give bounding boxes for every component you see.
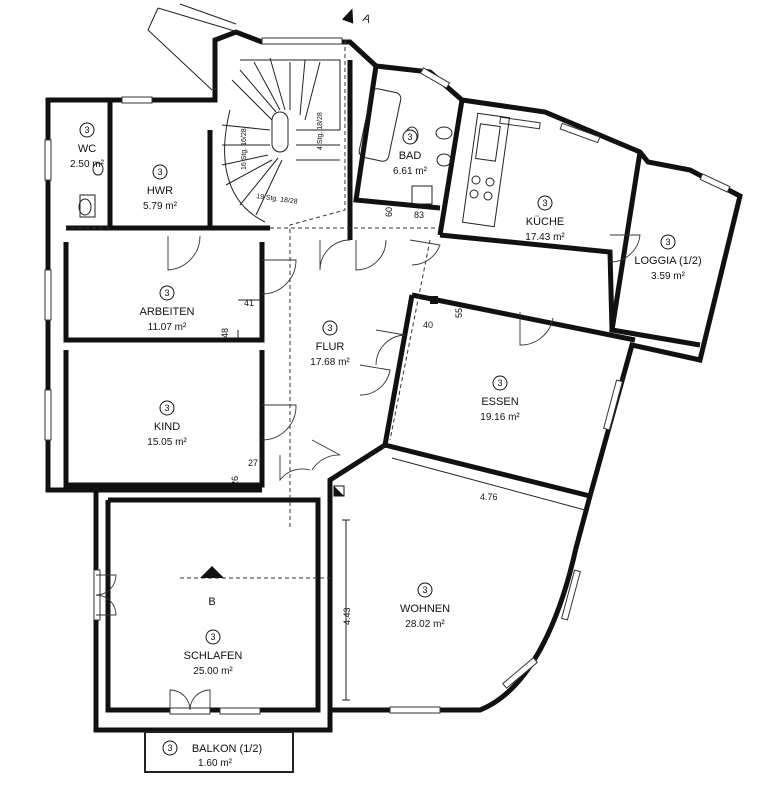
- room-area: 25.00 m²: [193, 666, 233, 677]
- room-number: 3: [542, 198, 547, 208]
- section-marker-a: A: [341, 8, 373, 26]
- room-area: 11.07 m²: [148, 322, 187, 333]
- dim-83: 83: [414, 210, 424, 220]
- room-number: 3: [407, 132, 412, 142]
- doors: [95, 234, 641, 711]
- room-area: 15.05 m²: [147, 437, 187, 448]
- room-number-circle: [205, 629, 221, 645]
- room-number-circle: [537, 195, 553, 211]
- dimension-lines: [237, 299, 586, 701]
- dim-476: 4.76: [480, 492, 498, 502]
- room-area: 28.02 m²: [405, 619, 445, 630]
- room-number-circle: [417, 582, 433, 598]
- room-name: WC: [78, 143, 96, 155]
- balcony-outline: [144, 731, 294, 773]
- dim-60: 60: [384, 207, 394, 217]
- room-number-circle: [492, 375, 508, 391]
- room-name: ESSEN: [481, 396, 518, 408]
- section-marker-a-label: A: [361, 12, 373, 26]
- room-name: HWR: [147, 185, 173, 197]
- room-wc: 3WC 2.50 m²: [70, 122, 105, 170]
- dim-55: 55: [454, 308, 464, 318]
- room-area: 17.68 m²: [310, 357, 350, 368]
- room-number-circle: [159, 400, 175, 416]
- room-name: KÜCHE: [526, 216, 565, 228]
- dim-443: 4.43: [342, 607, 352, 625]
- stair-upper-label: 16 Stg. 16/28: [241, 128, 248, 170]
- room-area: 3.59 m²: [651, 271, 686, 282]
- room-number-circle: [79, 122, 95, 138]
- room-number: 3: [164, 403, 169, 413]
- room-name: BAD: [399, 150, 422, 162]
- shaft-marker-kitchen: [430, 296, 438, 304]
- room-area: 19.16 m²: [480, 412, 520, 423]
- exterior-walls: [45, 3, 743, 733]
- dim-40: 40: [423, 320, 433, 330]
- room-number: 3: [497, 378, 502, 388]
- section-lines: [66, 40, 440, 579]
- room-number-circle: [322, 320, 338, 336]
- room-number-circle: [660, 234, 676, 250]
- room-name: SCHLAFEN: [184, 650, 243, 662]
- kitchen-fixtures: [461, 112, 511, 228]
- room-area: 6.61 m²: [393, 166, 428, 177]
- staircase: [221, 57, 341, 223]
- room-area: 1.60 m²: [198, 758, 233, 769]
- room-number: 3: [164, 288, 169, 298]
- room-number-circle: [159, 285, 175, 301]
- room-name: WOHNEN: [400, 603, 450, 615]
- room-name: BALKON (1/2): [192, 743, 262, 755]
- shaft-fill-hall: [334, 486, 344, 496]
- room-area: 2.50 m²: [70, 159, 105, 170]
- room-name: FLUR: [316, 341, 345, 353]
- room-number: 3: [665, 237, 670, 247]
- room-number: 3: [210, 632, 215, 642]
- room-number: 3: [167, 743, 172, 753]
- room-name: ARBEITEN: [139, 306, 194, 318]
- interior-walls: [48, 60, 701, 713]
- dim-41: 41: [244, 298, 254, 308]
- room-name: LOGGIA (1/2): [634, 255, 701, 267]
- room-balkon: 3 BALKON (1/2) 1.60 m²: [162, 740, 262, 769]
- windows: [44, 37, 731, 715]
- dim-27: 27: [248, 458, 258, 468]
- room-name: KIND: [154, 421, 180, 433]
- dim-48: 48: [220, 328, 230, 338]
- room-area: 17.43 m²: [525, 232, 565, 243]
- room-number: 3: [157, 167, 162, 177]
- room-number: 3: [327, 323, 332, 333]
- room-number-circle: [152, 164, 168, 180]
- dim-26: 26: [230, 476, 240, 486]
- room-number-circle: [162, 740, 178, 756]
- section-marker-b-label: B: [208, 596, 215, 608]
- stair-right-label: 4 Stg. 18/28: [317, 112, 324, 150]
- stair-lower-label: 19 Stg. 18/28: [256, 193, 298, 206]
- bathroom-fixtures: [78, 88, 453, 218]
- room-number-circle: [402, 129, 418, 145]
- section-marker-b: B: [200, 566, 224, 608]
- room-area: 5.79 m²: [143, 201, 178, 212]
- room-number: 3: [422, 585, 427, 595]
- room-number: 3: [84, 125, 89, 135]
